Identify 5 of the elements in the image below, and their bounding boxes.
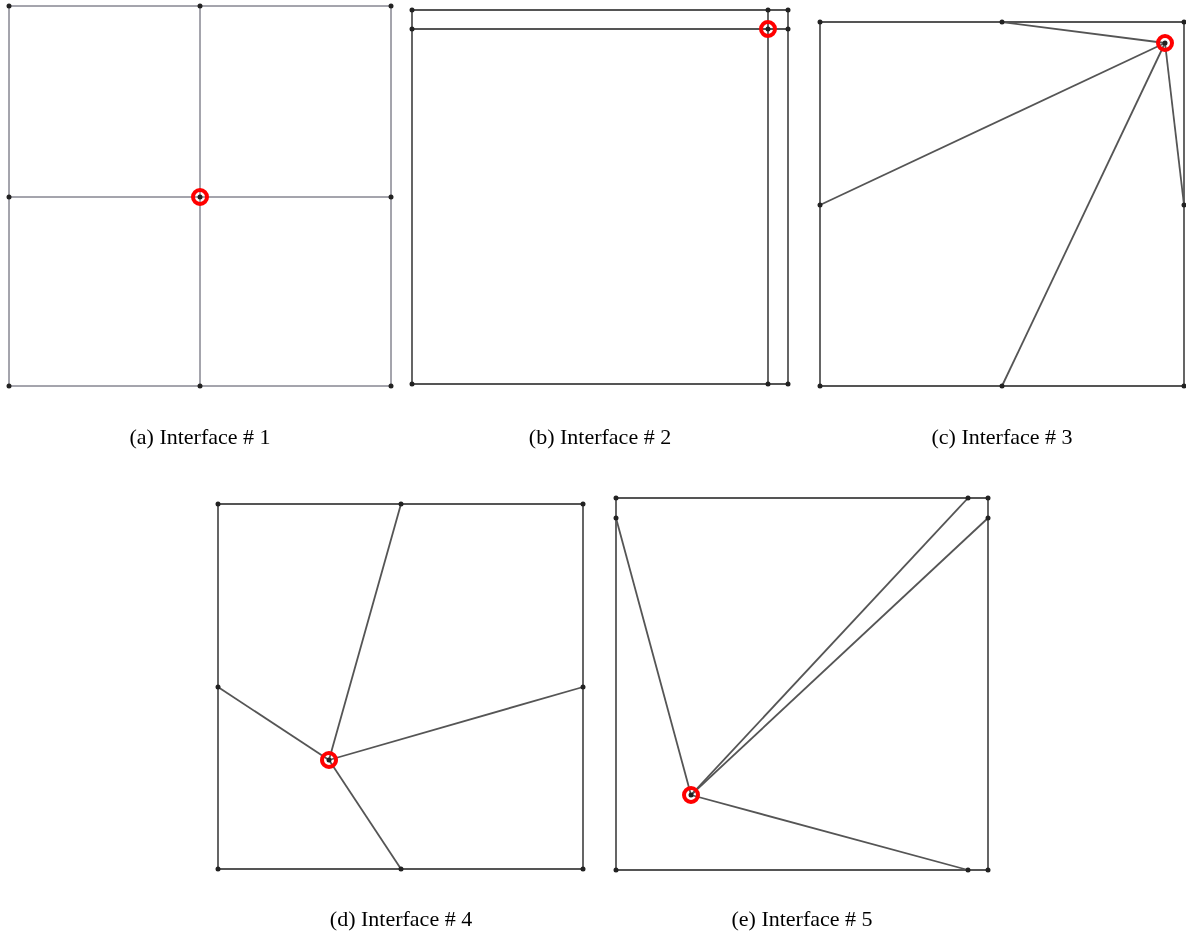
caption: (c) Interface # 3 xyxy=(931,424,1073,450)
caption: (e) Interface # 5 xyxy=(731,906,873,932)
caption: (a) Interface # 1 xyxy=(129,424,271,450)
caption: (b) Interface # 2 xyxy=(528,424,672,450)
caption: (d) Interface # 4 xyxy=(329,906,473,932)
